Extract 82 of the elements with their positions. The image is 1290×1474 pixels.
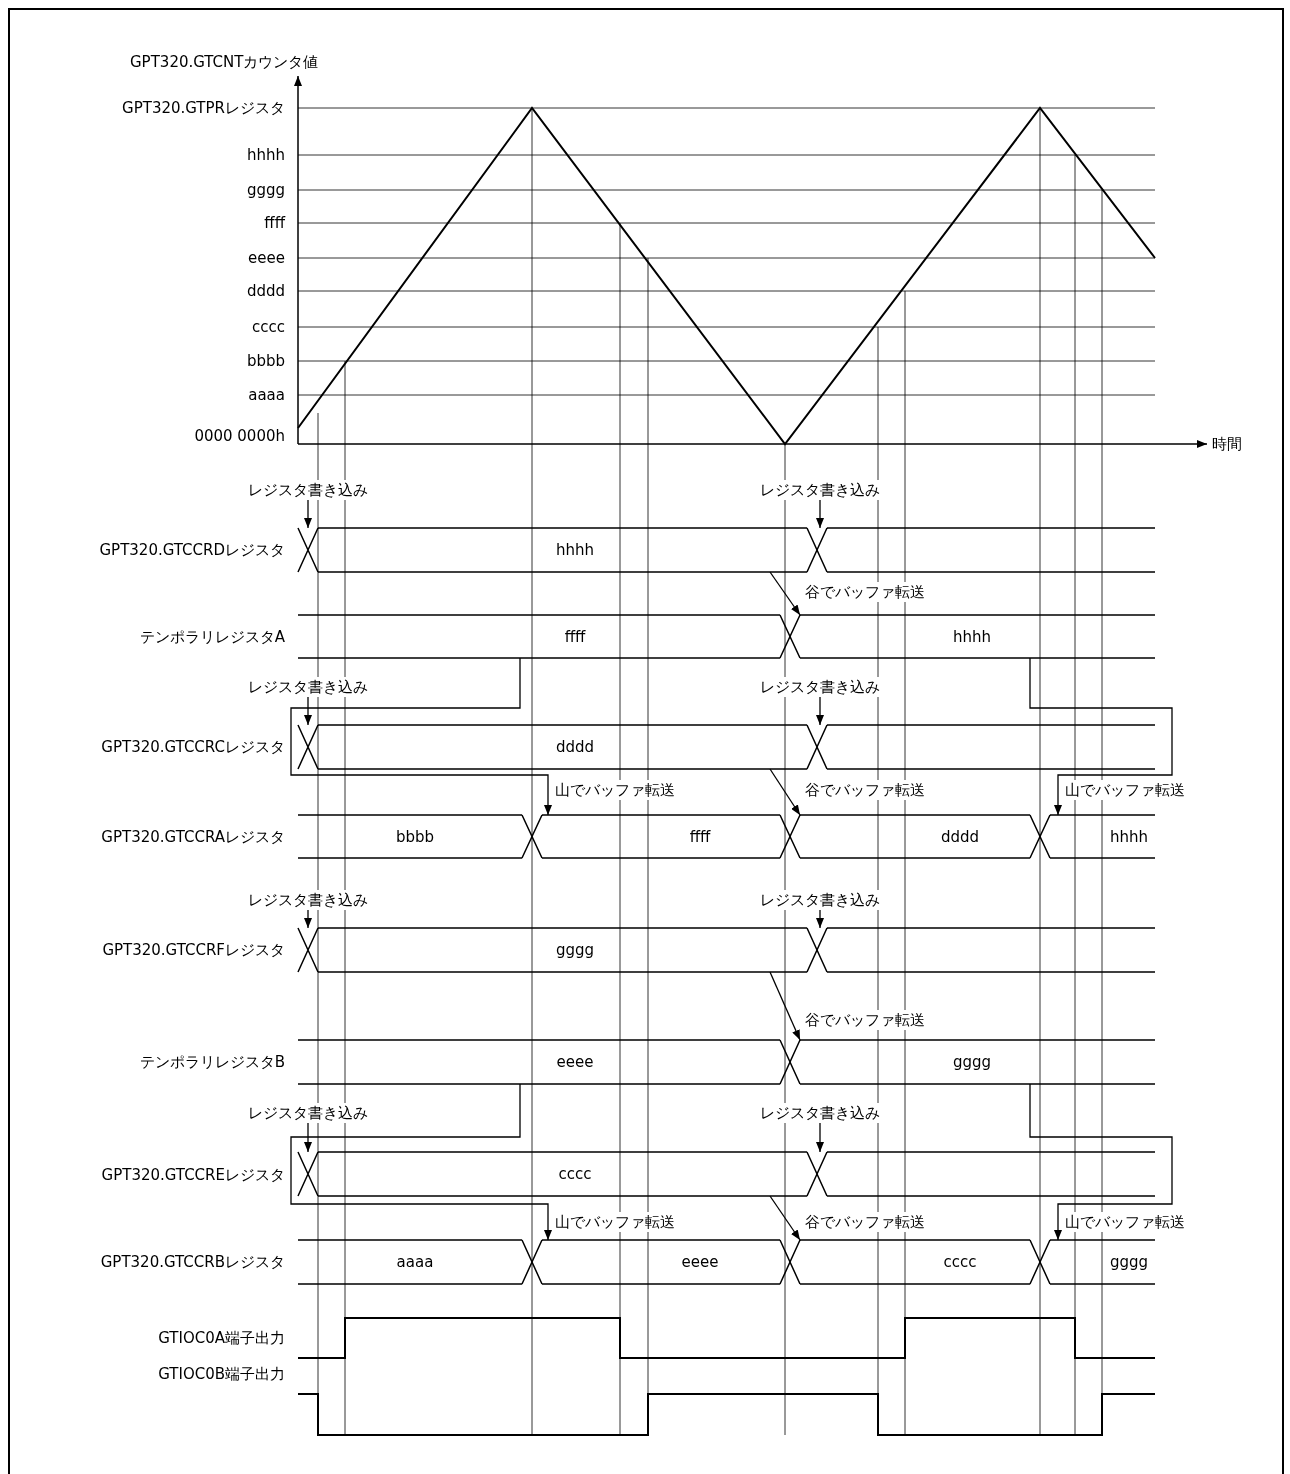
arrow	[816, 696, 824, 726]
bus-segment	[298, 615, 790, 658]
signal-name: GPT320.GTCCRFレジスタ	[102, 940, 285, 960]
bus-segment	[298, 725, 817, 769]
edge-label: 谷でバッファ転送	[805, 780, 925, 800]
bus-segment	[532, 1240, 790, 1284]
bus-value: gggg	[1109, 1252, 1149, 1272]
arrow	[1029, 1083, 1173, 1241]
bus-segment	[532, 815, 790, 858]
bus-value: ffff	[564, 626, 586, 647]
arrow	[816, 1122, 824, 1153]
bus-segment	[298, 1040, 790, 1084]
edge-label: 山でバッファ転送	[1065, 780, 1185, 800]
bus-segment	[817, 528, 1155, 572]
signal-name: GPT320.GTCCRDレジスタ	[99, 540, 285, 560]
bus-value: hhhh	[953, 626, 991, 647]
bus-value: bbbb	[395, 826, 435, 847]
arrow	[769, 971, 801, 1041]
arrow	[304, 909, 312, 929]
edge-label: 谷でバッファ転送	[805, 1212, 925, 1232]
bus-segment	[790, 815, 1040, 858]
bus-segment	[817, 1152, 1155, 1196]
bus-segment	[1040, 815, 1155, 858]
bus-segment	[298, 815, 532, 858]
bus-value: eeee	[681, 1252, 719, 1272]
tick-label: ffff	[264, 213, 285, 233]
axis-title: GPT320.GTCNTカウンタ値	[130, 52, 319, 72]
bus-segment	[298, 528, 817, 572]
arrow	[769, 768, 801, 816]
arrow	[304, 1122, 312, 1153]
bus-value: gggg	[952, 1052, 992, 1072]
arrow	[769, 1195, 801, 1241]
bus-value: dddd	[555, 737, 595, 757]
signal-name: GPT320.GTCCRBレジスタ	[100, 1252, 285, 1272]
bus-segment	[790, 615, 1155, 658]
bus-value: cccc	[558, 1164, 592, 1184]
tick-label: eeee	[248, 248, 285, 268]
bus-value: gggg	[555, 940, 595, 960]
signal-name: テンポラリレジスタA	[139, 627, 285, 647]
edge-label: 山でバッファ転送	[555, 1212, 675, 1232]
bus-value: aaaa	[396, 1252, 434, 1272]
bus-value: cccc	[943, 1252, 977, 1272]
axis-title: 時間	[1212, 434, 1242, 454]
signal-name: GPT320.GTCCRAレジスタ	[101, 827, 285, 847]
signal-name: テンポラリレジスタB	[139, 1052, 285, 1072]
signal-name: GTIOC0B端子出力	[158, 1364, 285, 1384]
signal-name: GTIOC0A端子出力	[158, 1328, 285, 1348]
arrow	[290, 657, 552, 816]
bus-segment	[298, 928, 817, 972]
arrow	[304, 499, 312, 529]
tick-label: bbbb	[246, 351, 285, 371]
bus-segment	[298, 1240, 532, 1284]
bus-value: eeee	[556, 1052, 594, 1072]
edge-label: 谷でバッファ転送	[805, 582, 925, 602]
bus-segment	[790, 1240, 1040, 1284]
bus-segment	[817, 725, 1155, 769]
tick-label: gggg	[246, 180, 285, 200]
arrow	[1029, 657, 1173, 816]
bus-value: dddd	[940, 826, 980, 847]
tick-label: hhhh	[246, 145, 285, 165]
bus-value: hhhh	[556, 540, 594, 560]
tick-label: aaaa	[248, 385, 285, 405]
arrow	[304, 696, 312, 726]
tick-label: GPT320.GTPRレジスタ	[122, 98, 285, 118]
bus-segment	[817, 928, 1155, 972]
tick-label: dddd	[246, 281, 285, 301]
arrow	[816, 909, 824, 929]
signal-name: GPT320.GTCCRCレジスタ	[101, 737, 285, 757]
tick-label: 0000 0000h	[194, 426, 285, 446]
bus-segment	[790, 1040, 1155, 1084]
arrow	[769, 571, 801, 616]
tick-label: cccc	[252, 317, 285, 337]
edge-label: 山でバッファ転送	[555, 780, 675, 800]
bus-segment	[298, 1152, 817, 1196]
arrow	[290, 1083, 552, 1241]
edge-label: 谷でバッファ転送	[805, 1010, 925, 1030]
arrow	[816, 499, 824, 529]
bus-segment	[1040, 1240, 1155, 1284]
edge-label: 山でバッファ転送	[1065, 1212, 1185, 1232]
signal-name: GPT320.GTCCREレジスタ	[101, 1165, 285, 1185]
bus-value: ffff	[689, 826, 711, 847]
bus-value: hhhh	[1110, 826, 1148, 847]
